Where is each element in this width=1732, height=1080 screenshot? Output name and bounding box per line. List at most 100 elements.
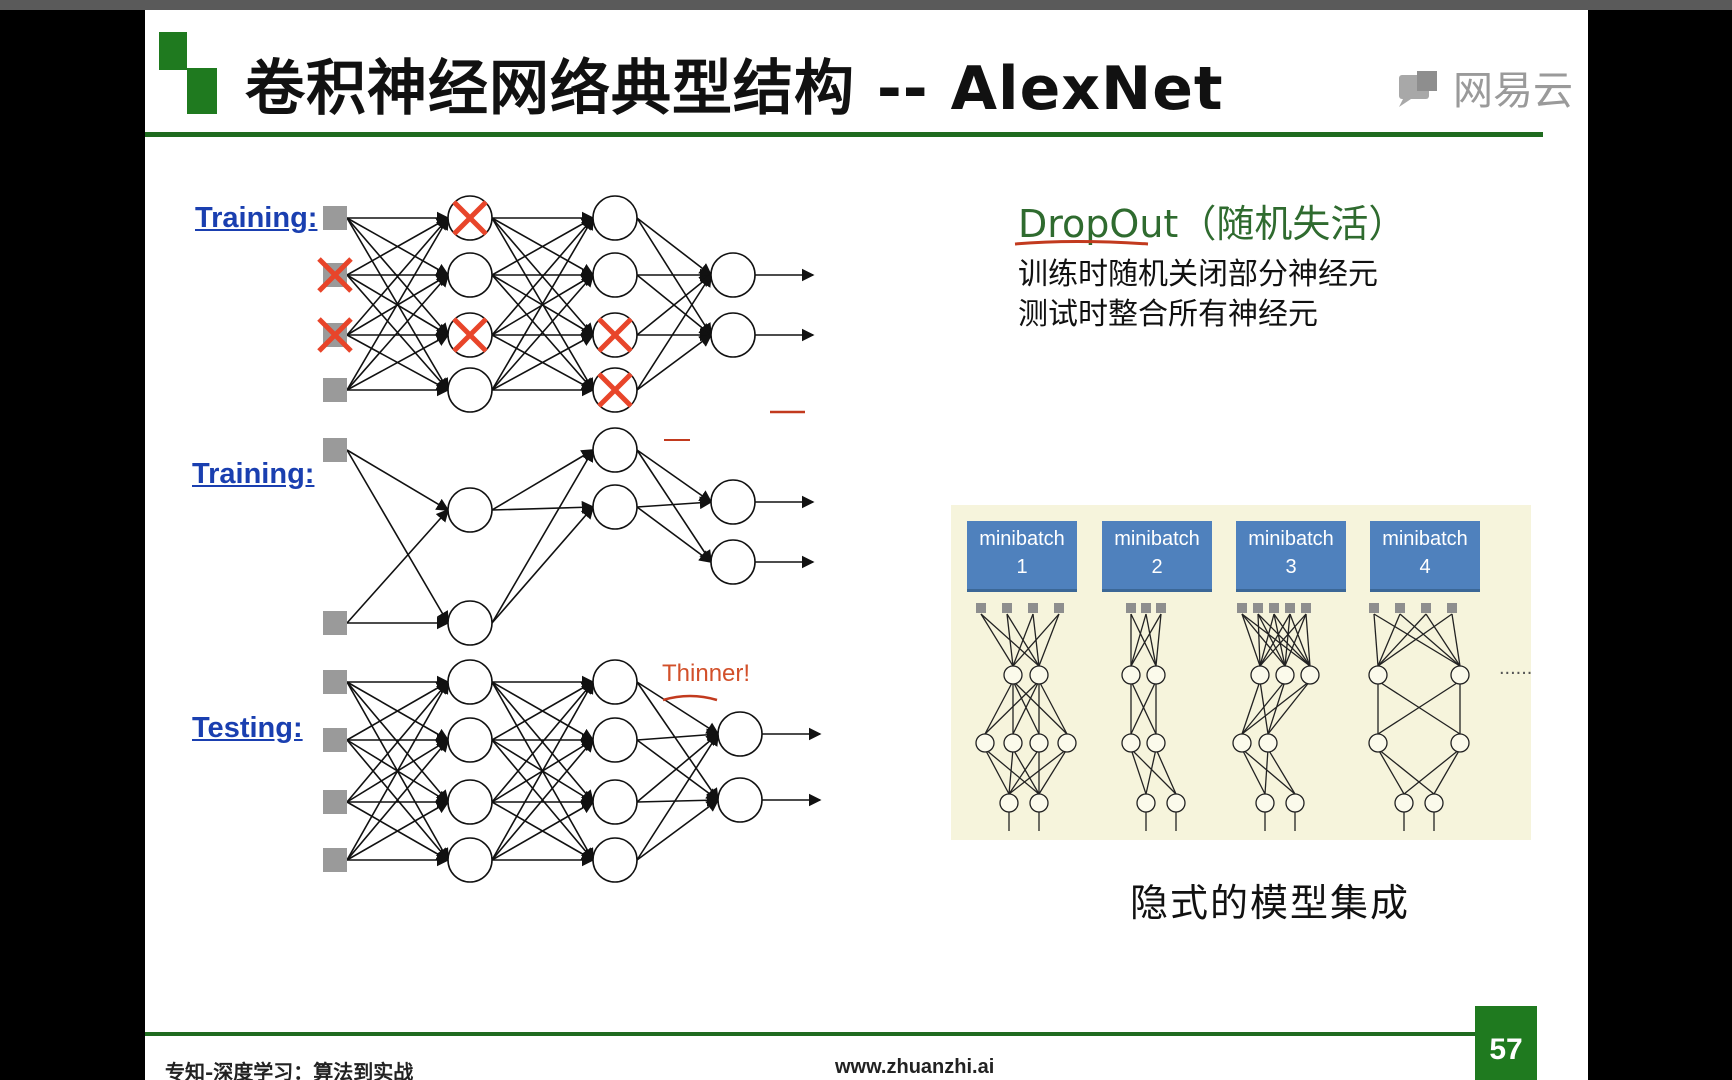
sub-net-input-unit xyxy=(1156,603,1166,613)
train2-neuron xyxy=(447,487,493,533)
train2-neuron xyxy=(710,479,756,525)
sub-net-input-unit xyxy=(1002,603,1012,613)
train1-neuron xyxy=(447,252,493,298)
sub-net-input-unit xyxy=(1237,603,1247,613)
title-divider xyxy=(145,132,1543,137)
test-edge xyxy=(491,681,595,741)
sub-net-edge xyxy=(1284,613,1307,667)
dropped-unit-x-mark xyxy=(452,200,488,236)
sub-net-edge xyxy=(1130,613,1147,667)
sub-net-edge xyxy=(1433,748,1461,795)
test-edge xyxy=(636,732,720,803)
dropped-unit-x-mark xyxy=(597,372,633,408)
sub-net-edge xyxy=(1241,680,1286,735)
handwritten-underline xyxy=(1014,240,1149,246)
sub-net-edge xyxy=(1305,613,1311,667)
sub-net-neuron xyxy=(1450,665,1470,685)
train1-edge xyxy=(346,273,450,391)
thinner-annotation: Thinner! xyxy=(662,660,751,687)
sub-net-edge xyxy=(1012,680,1068,735)
sub-net-edge xyxy=(1267,680,1311,735)
sub-net-neuron xyxy=(1166,793,1186,813)
sub-net-input-unit xyxy=(1369,603,1379,613)
test-neuron xyxy=(592,717,638,763)
sub-net-edge xyxy=(1012,748,1040,795)
train1-input-unit xyxy=(323,378,347,402)
sub-net-edge xyxy=(1259,613,1307,667)
test-edge xyxy=(636,799,720,861)
sub-net-edge xyxy=(1155,748,1177,795)
sub-net-edge xyxy=(984,748,1010,795)
test-edge xyxy=(636,681,720,735)
train1-neuron xyxy=(710,312,756,358)
sub-net-input-unit xyxy=(1447,603,1457,613)
train1-edge xyxy=(636,217,712,337)
test-neuron xyxy=(717,777,763,823)
sub-net-neuron xyxy=(1029,793,1049,813)
minibatch-number: 4 xyxy=(1419,556,1431,578)
train1-neuron xyxy=(592,195,638,241)
sub-net-edge xyxy=(980,613,1014,667)
sub-net-neuron xyxy=(1146,733,1166,753)
train1-edge xyxy=(491,216,594,391)
train2-edge xyxy=(491,449,595,511)
sub-net-neuron xyxy=(1450,733,1470,753)
sub-net-input-unit xyxy=(1054,603,1064,613)
train2-edge xyxy=(491,448,594,624)
train2-edge xyxy=(346,449,450,511)
sub-net-edge xyxy=(984,680,1014,735)
test-neuron xyxy=(447,717,493,763)
test-edge xyxy=(491,801,595,861)
sub-net-neuron xyxy=(1057,733,1077,753)
slide: 卷积神经网络典型结构 -- AlexNet 网易云 Training: Trai… xyxy=(145,10,1588,1080)
label-testing: Testing: xyxy=(192,712,303,744)
sub-net-neuron xyxy=(1300,665,1320,685)
sub-net-input-unit xyxy=(1253,603,1263,613)
sub-net-edge xyxy=(1241,748,1266,795)
ensemble-caption: 隐式的模型集成 xyxy=(1130,881,1411,925)
train1-neuron xyxy=(447,367,493,413)
train1-edge xyxy=(491,217,595,276)
sub-net-edge xyxy=(1257,613,1286,667)
test-edge xyxy=(636,739,720,801)
dropout-heading: DropOut（随机失活） xyxy=(1018,202,1407,246)
train2-edge xyxy=(491,500,595,514)
sub-net-neuron xyxy=(1232,733,1252,753)
sub-net-neuron xyxy=(1368,733,1388,753)
sub-net-edge xyxy=(1012,613,1060,667)
test-neuron xyxy=(592,659,638,705)
sub-net-edge xyxy=(1259,613,1291,667)
logo-square-1 xyxy=(159,32,187,70)
sub-net-edge xyxy=(1377,613,1401,667)
train1-edge xyxy=(491,334,595,391)
train1-edge xyxy=(636,273,712,391)
more-ellipsis: ...... xyxy=(1499,657,1533,679)
sub-net-edge xyxy=(1012,613,1034,667)
minibatch-box-2: minibatch 2 xyxy=(1102,521,1212,592)
test-neuron xyxy=(447,779,493,825)
test-edge xyxy=(346,801,450,861)
train2-neuron xyxy=(447,600,493,646)
test-edge xyxy=(346,738,450,861)
logo-square-3 xyxy=(187,98,217,114)
test-input-unit xyxy=(323,728,347,752)
train2-input-unit xyxy=(323,611,347,635)
sub-net-edge xyxy=(1155,613,1162,667)
train1-edge xyxy=(346,216,449,391)
slide-title: 卷积神经网络典型结构 -- AlexNet xyxy=(245,54,1224,124)
sub-net-neuron xyxy=(1029,665,1049,685)
train2-edge xyxy=(636,449,713,503)
minibatch-box-1: minibatch 1 xyxy=(967,521,1077,592)
sub-net-neuron xyxy=(1146,665,1166,685)
minibatch-number: 1 xyxy=(1016,556,1028,578)
sub-net-neuron xyxy=(999,793,1019,813)
sub-net-input-unit xyxy=(1028,603,1038,613)
brand-text: 网易云 xyxy=(1453,68,1573,114)
sub-net-neuron xyxy=(1275,665,1295,685)
test-edge xyxy=(346,681,450,741)
page-number: 57 xyxy=(1475,1006,1537,1080)
sub-net-edge xyxy=(1008,748,1068,795)
sub-net-edge xyxy=(1241,748,1296,795)
sub-net-edge xyxy=(1377,748,1405,795)
sub-net-edge xyxy=(1241,680,1311,735)
